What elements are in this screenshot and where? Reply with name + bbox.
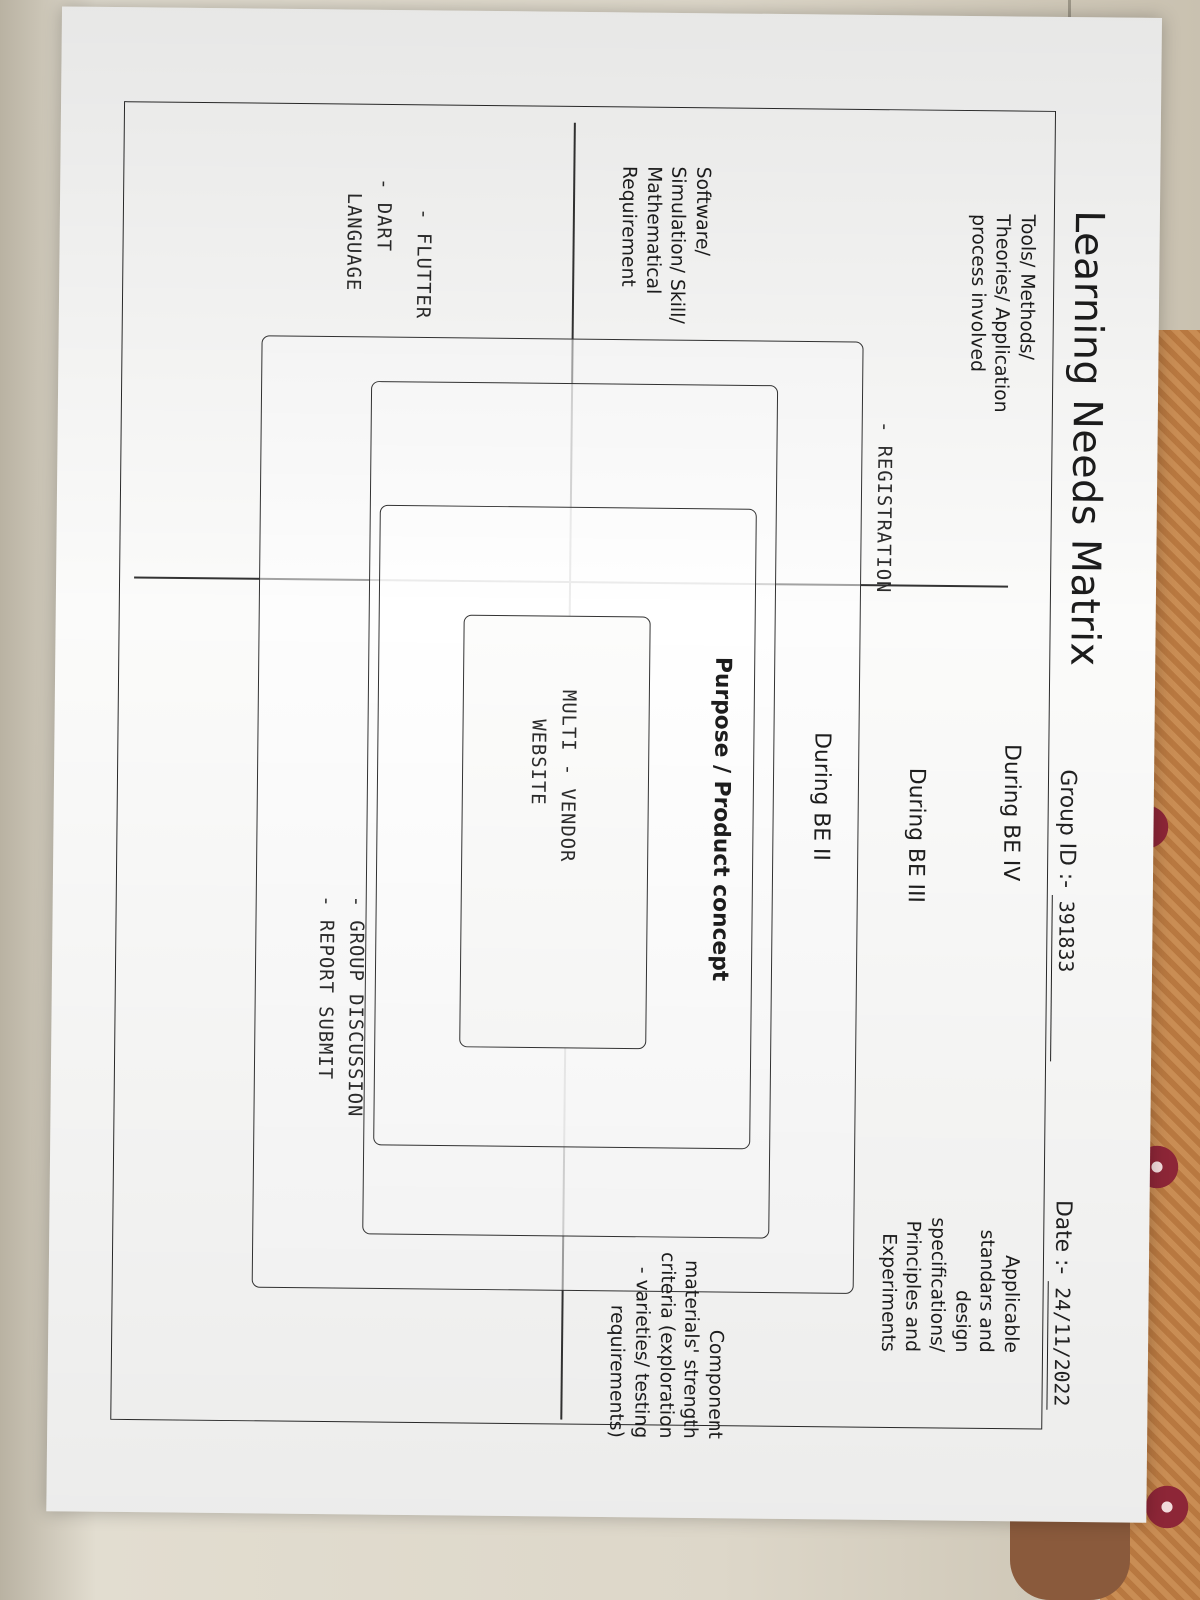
ring-be3-label: During BE III bbox=[902, 767, 930, 904]
date-value: 24/11/2022 bbox=[1046, 1281, 1075, 1411]
center-note-2: WEBSITE bbox=[526, 719, 550, 806]
center-label: Purpose / Product concept bbox=[706, 656, 736, 982]
group-id-label: Group ID :- bbox=[1053, 769, 1081, 889]
ring-be2-label: During BE II bbox=[808, 732, 835, 861]
flower-motif bbox=[1140, 1480, 1194, 1534]
ring-center bbox=[459, 614, 651, 1050]
quadrant-software: Software/ Simulation/ Skill/ Mathematica… bbox=[617, 165, 715, 324]
quadrant-components: Component materials' strength criteria (… bbox=[605, 1251, 728, 1440]
registration-note: - REGISTRATION bbox=[871, 420, 896, 594]
quadrant-tools: Tools/ Methods/ Theories/ Application pr… bbox=[965, 213, 1039, 413]
flutter-note: - FLUTTER bbox=[411, 208, 435, 320]
quadrant-standards: Applicable standars and design specifica… bbox=[876, 1217, 1024, 1354]
page-title: Learning Needs Matrix bbox=[1061, 210, 1112, 667]
ring-be4-label: During BE IV bbox=[997, 743, 1025, 882]
date-label: Date :- bbox=[1049, 1199, 1076, 1275]
group-id-value: 391833 bbox=[1050, 894, 1079, 1062]
date: Date :- 24/11/2022 bbox=[1046, 1199, 1076, 1411]
report-submit-note: - REPORT SUBMIT bbox=[313, 895, 338, 1081]
matrix-sheet: Learning Needs Matrix Group ID :- 391833… bbox=[46, 6, 1163, 1523]
group-discussion-note: - GROUP DISCUSSION bbox=[343, 895, 368, 1118]
group-id: Group ID :- 391833 bbox=[1050, 769, 1081, 1062]
dart-note-2: LANGUAGE bbox=[342, 192, 366, 292]
dart-note-1: - DART bbox=[372, 178, 396, 253]
center-note-1: MULTI - VENDOR bbox=[556, 689, 580, 863]
